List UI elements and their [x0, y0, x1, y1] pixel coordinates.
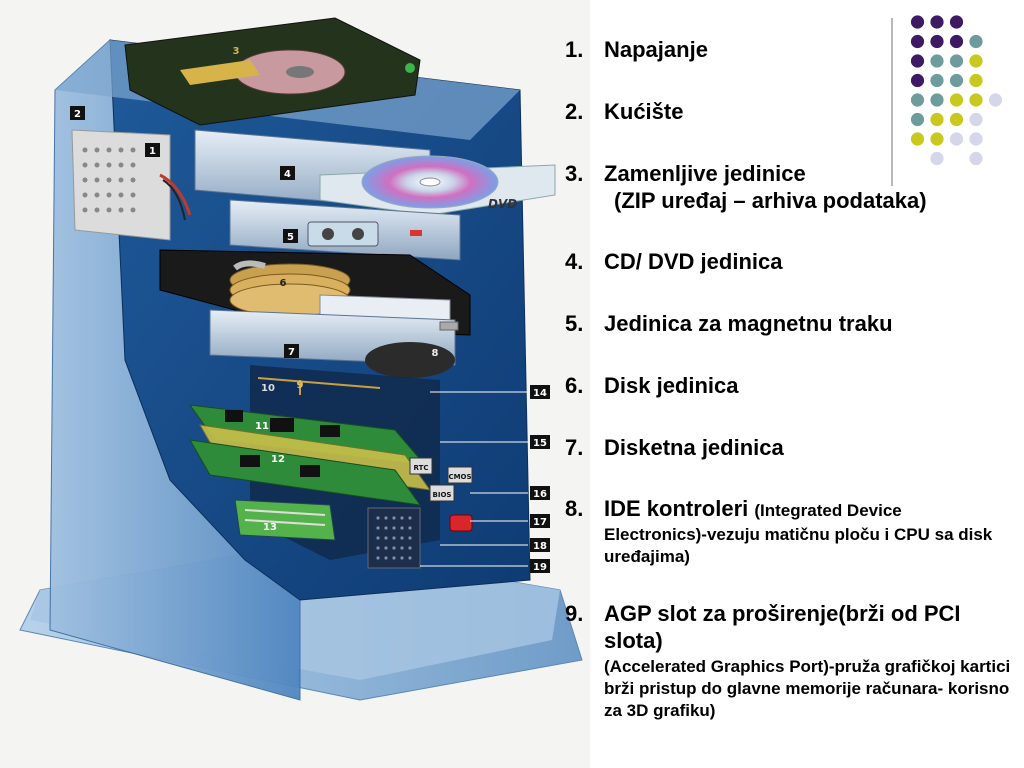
rtc-chip-label: RTC [414, 464, 429, 472]
item-number: 1. [565, 37, 584, 62]
item-number: 4. [565, 249, 584, 274]
list-item-1: 1. Napajanje [562, 36, 1018, 63]
item-title: Kućište [604, 99, 684, 124]
cmos-chip-label: CMOS [448, 473, 471, 481]
dvd-label: DVD [488, 197, 517, 211]
item-title: Zamenljive jedinice [604, 161, 806, 186]
decorative-dot [910, 15, 925, 29]
part-label-12: 12 [271, 454, 285, 465]
part-label-15: 15 [533, 438, 547, 449]
list-item-3: 3. Zamenljive jedinice (ZIP uređaj – arh… [562, 160, 1018, 214]
bios-chip-label: BIOS [433, 491, 452, 499]
item-title: Jedinica za magnetnu traku [604, 311, 893, 336]
item-title-suffix: (Integrated Device [754, 501, 902, 520]
list-item-2: 2. Kućište [562, 98, 1018, 125]
list-item-5: 5. Jedinica za magnetnu traku [562, 310, 1018, 337]
decorative-dot [949, 15, 964, 29]
item-number: 7. [565, 435, 584, 460]
item-title: CD/ DVD jedinica [604, 249, 783, 274]
list-item-9: 9. AGP slot za proširenje(brži od PCI sl… [562, 600, 1018, 722]
component-list: 1. Napajanje 2. Kućište 3. Zamenljive je… [562, 36, 1018, 722]
part-label-1: 1 [149, 146, 156, 157]
part-label-9: 9 [297, 380, 304, 391]
item-description: Electronics)-vezuju matičnu ploču i CPU … [604, 525, 993, 566]
part-label-8: 8 [432, 348, 439, 359]
part-label-18: 18 [533, 541, 547, 552]
list-item-8: 8. IDE kontroleri (Integrated Device Ele… [562, 495, 1018, 568]
list-item-4: 4. CD/ DVD jedinica [562, 248, 1018, 275]
item-number: 2. [565, 99, 584, 124]
part-label-4: 4 [284, 169, 291, 180]
item-number: 5. [565, 311, 584, 336]
vent-holes [82, 147, 136, 213]
list-item-7: 7. Disketna jedinica [562, 434, 1018, 461]
item-title: Disk jedinica [604, 373, 739, 398]
item-title: AGP slot za proširenje(brži od PCI slota… [604, 601, 961, 653]
decorative-dot [930, 15, 944, 29]
part-label-3: 3 [233, 46, 240, 57]
item-description: (Accelerated Graphics Port)-pruža grafič… [604, 657, 1011, 720]
item-title: Disketna jedinica [604, 435, 784, 460]
part-label-14: 14 [533, 388, 547, 399]
item-title: Napajanje [604, 37, 708, 62]
part-label-11: 11 [255, 421, 269, 432]
part-label-10: 10 [261, 383, 275, 394]
list-item-6: 6. Disk jedinica [562, 372, 1018, 399]
item-title: IDE kontroleri [604, 496, 749, 521]
part-label-6: 6 [280, 278, 287, 289]
part-label-17: 17 [533, 517, 547, 528]
part-label-19: 19 [533, 562, 547, 573]
pc-tower-illustration: DVD RTC CMOS BIOS [0, 0, 590, 768]
item-number: 3. [565, 161, 584, 186]
part-label-2: 2 [74, 109, 81, 120]
part-label-13: 13 [263, 522, 277, 533]
item-note: (ZIP uređaj – arhiva podataka) [614, 188, 927, 213]
part-label-16: 16 [533, 489, 547, 500]
item-number: 9. [565, 601, 584, 626]
part-label-5: 5 [287, 232, 294, 243]
item-number: 8. [565, 496, 584, 521]
item-number: 6. [565, 373, 584, 398]
part-label-7: 7 [288, 347, 295, 358]
